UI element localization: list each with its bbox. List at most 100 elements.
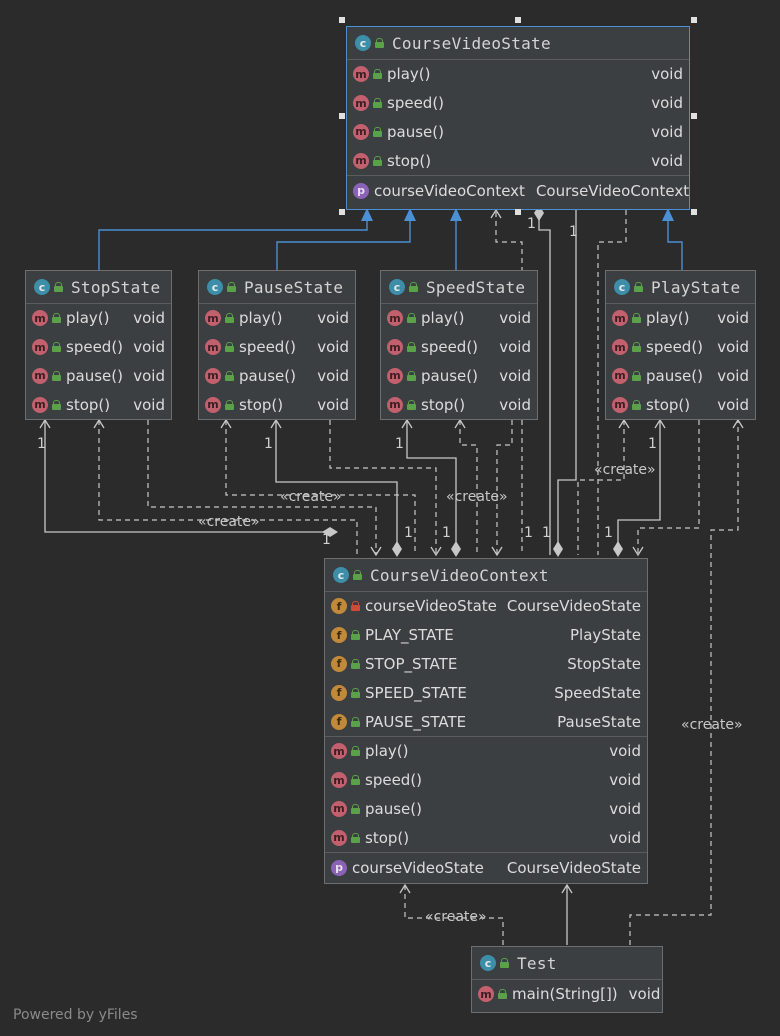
- method-icon: m: [353, 95, 369, 112]
- method-type: void: [717, 366, 749, 385]
- selection-handle[interactable]: [691, 113, 697, 119]
- selection-handle[interactable]: [691, 209, 697, 215]
- property-type: CourseVideoContext: [535, 181, 690, 200]
- method-type: void: [499, 366, 531, 385]
- class-header: c Test: [472, 947, 662, 980]
- class-title: Test: [517, 953, 557, 973]
- field-type: StopState: [567, 654, 641, 673]
- field-name: PAUSE_STATE: [365, 712, 467, 731]
- field-name: courseVideoState: [365, 597, 497, 616]
- public-lock-icon: [351, 687, 360, 698]
- selection-handle[interactable]: [515, 17, 521, 23]
- method-row[interactable]: m speed() void: [26, 333, 171, 362]
- method-type: void: [609, 799, 641, 818]
- field-type: CourseVideoState: [506, 597, 641, 616]
- method-type: void: [651, 94, 683, 113]
- class-icon: c: [333, 567, 349, 583]
- method-name: speed(): [66, 338, 124, 357]
- method-name: play(): [239, 309, 283, 328]
- method-name: pause(): [66, 366, 123, 385]
- public-lock-icon: [351, 716, 360, 727]
- method-icon: m: [205, 396, 221, 413]
- multiplicity-label: 1: [604, 525, 613, 541]
- selection-handle[interactable]: [515, 209, 521, 215]
- public-lock-icon: [52, 370, 61, 381]
- static-method-icon: m: [478, 986, 494, 1003]
- public-lock-icon: [632, 399, 641, 410]
- multiplicity-label: 1: [442, 525, 451, 541]
- method-name: speed(): [239, 338, 297, 357]
- powered-by-credit: Powered by yFiles: [13, 1007, 138, 1023]
- public-lock-icon: [373, 126, 382, 137]
- selection-handle[interactable]: [339, 113, 345, 119]
- class-title: PlayState: [651, 277, 741, 297]
- public-lock-icon: [351, 775, 360, 786]
- method-type: void: [717, 309, 749, 328]
- class-title: CourseVideoContext: [370, 565, 549, 585]
- public-lock-icon: [632, 313, 641, 324]
- method-name: play(): [365, 742, 409, 761]
- method-icon: m: [612, 310, 628, 327]
- field-name: PLAY_STATE: [365, 626, 454, 645]
- public-lock-icon: [52, 313, 61, 324]
- method-name: stop(): [421, 395, 466, 414]
- property-type: CourseVideoState: [506, 858, 641, 877]
- selection-handle[interactable]: [691, 17, 697, 23]
- method-type: void: [499, 338, 531, 357]
- create-label: «create»: [425, 909, 487, 925]
- selection-handle[interactable]: [339, 209, 345, 215]
- property-name: courseVideoState: [352, 858, 484, 877]
- selection-handle[interactable]: [339, 17, 345, 23]
- method-type: void: [133, 338, 165, 357]
- edge-playstate-inherits: [667, 210, 683, 270]
- public-lock-icon: [375, 38, 384, 48]
- create-label: «create»: [681, 717, 743, 733]
- method-icon: m: [331, 772, 347, 789]
- method-type: void: [717, 395, 749, 414]
- public-lock-icon: [225, 399, 234, 410]
- multiplicity-label: 1: [395, 436, 404, 452]
- method-icon: m: [387, 310, 403, 327]
- multiplicity-label: 1: [264, 436, 273, 452]
- method-icon: m: [32, 339, 48, 356]
- method-name: pause(): [239, 366, 296, 385]
